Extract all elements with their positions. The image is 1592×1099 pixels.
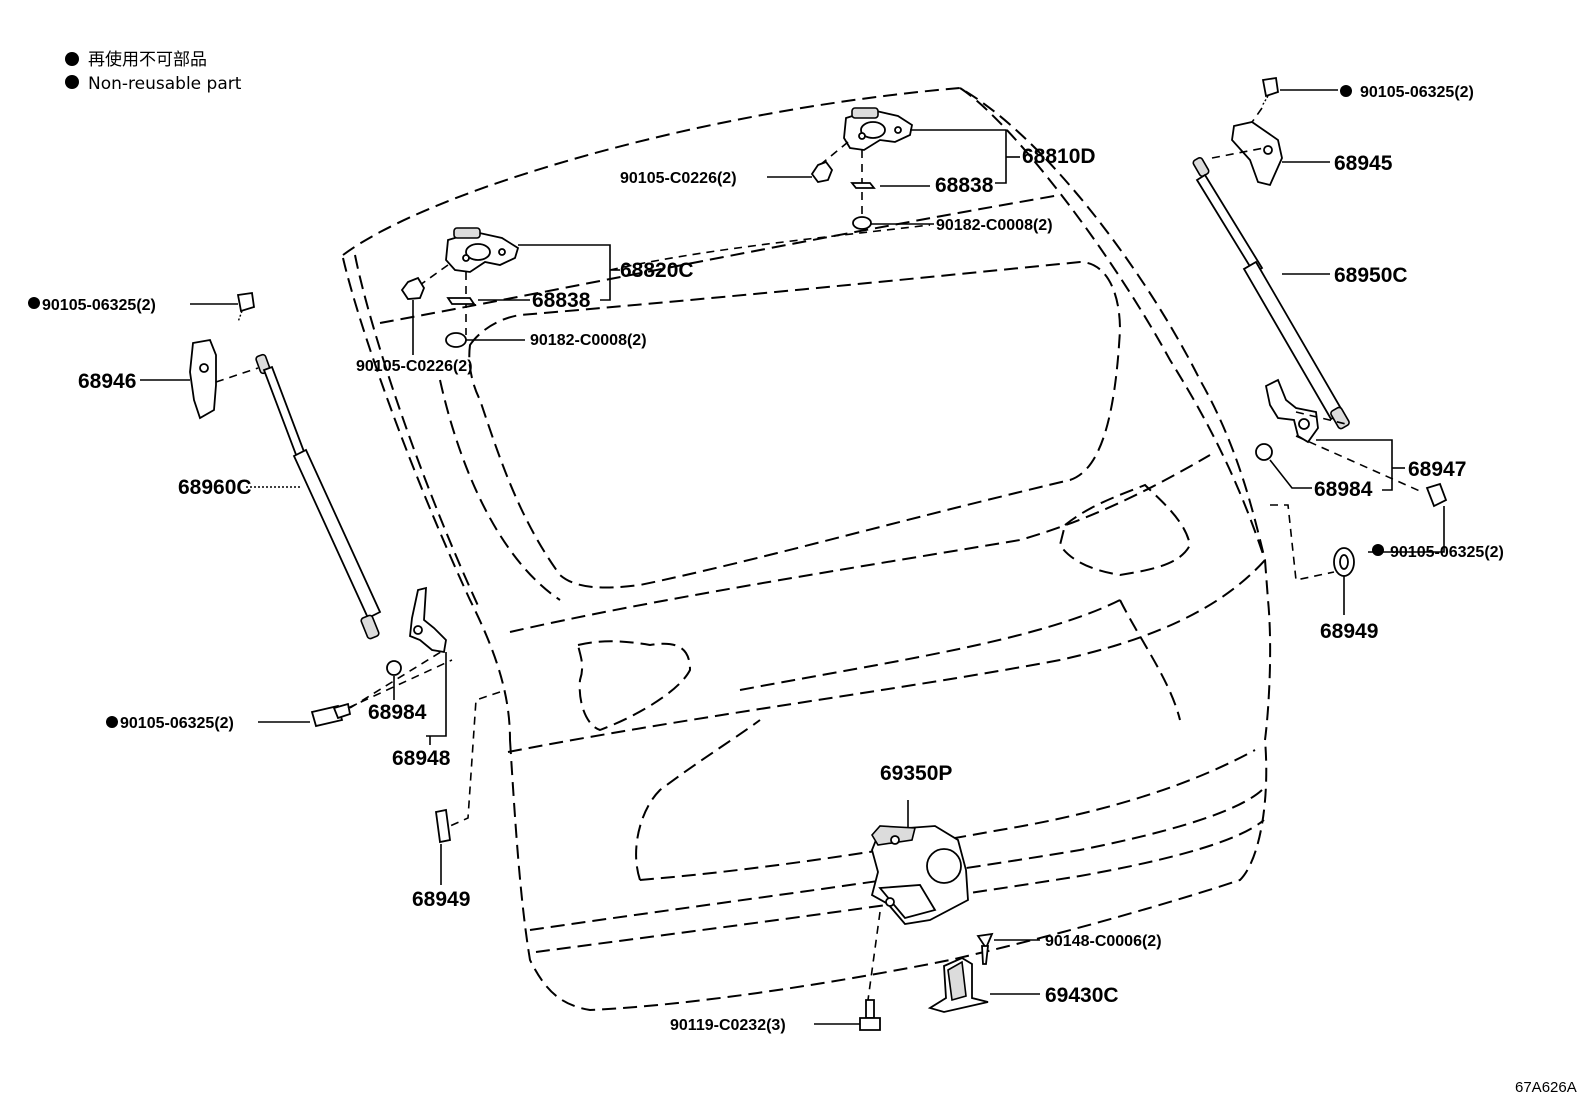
non-reusable-dot-icon bbox=[65, 52, 79, 66]
bracket-left-upper-68946 bbox=[140, 291, 259, 420]
callout-68984-right: 68984 bbox=[1314, 478, 1373, 501]
callout-90119-C0232: 90119-C0232(3) bbox=[670, 1017, 786, 1034]
stay-left-68960C bbox=[246, 353, 382, 640]
bracket-left-lower-68948 bbox=[258, 586, 453, 745]
callout-68960C: 68960C bbox=[178, 476, 252, 499]
callout-90105-C0226-left: 90105-C0226(2) bbox=[356, 358, 473, 375]
nut-icon bbox=[386, 660, 402, 676]
bolt-icon bbox=[400, 276, 426, 300]
shim-icon bbox=[850, 182, 876, 189]
callout-68810D: 68810D bbox=[1022, 145, 1096, 168]
callout-68949-right: 68949 bbox=[1320, 620, 1378, 643]
callout-90182-C0008-left: 90182-C0008(2) bbox=[530, 332, 647, 349]
screw-icon bbox=[976, 932, 994, 950]
nut-icon bbox=[852, 216, 872, 230]
legend-english: Non-reusable part bbox=[88, 74, 242, 94]
hinge-right-68810D bbox=[767, 107, 1020, 230]
callout-90148-C0006: 90148-C0006(2) bbox=[1045, 933, 1162, 950]
callout-90182-C0008-top: 90182-C0008(2) bbox=[936, 217, 1053, 234]
callout-68838-top: 68838 bbox=[935, 174, 994, 197]
stay-right-68950C bbox=[1192, 157, 1350, 430]
callout-labels: 68810D 68838 90105-C0226(2) 90182-C0008(… bbox=[28, 84, 1504, 1034]
non-reusable-dot-icon bbox=[106, 716, 118, 728]
bracket-right-upper-68945 bbox=[1211, 76, 1338, 187]
non-reusable-dot-icon bbox=[1372, 544, 1384, 556]
legend: 再使用不可部品 Non-reusable part bbox=[65, 49, 242, 94]
bumper-left-68949 bbox=[434, 691, 501, 885]
legend-japanese: 再使用不可部品 bbox=[88, 49, 207, 70]
callout-68945: 68945 bbox=[1334, 152, 1393, 175]
callout-68946: 68946 bbox=[78, 370, 136, 393]
striker-69430C bbox=[927, 932, 1040, 1013]
callout-90105-06325-left-top: 90105-06325(2) bbox=[42, 297, 156, 314]
lock-assembly-69350P bbox=[867, 800, 969, 1001]
callout-68947: 68947 bbox=[1408, 458, 1466, 481]
callout-90105-06325-right-top: 90105-06325(2) bbox=[1360, 84, 1474, 101]
diagram-reference-code: 67A626A bbox=[1515, 1079, 1577, 1096]
non-reusable-dot-icon bbox=[28, 297, 40, 309]
bolt-icon bbox=[810, 160, 834, 183]
callout-90105-06325-right-bottom: 90105-06325(2) bbox=[1390, 544, 1504, 561]
non-reusable-dot-icon bbox=[65, 75, 79, 89]
callout-68949-left: 68949 bbox=[412, 888, 470, 911]
bumper-right-68949 bbox=[1270, 504, 1355, 615]
callout-68950C: 68950C bbox=[1334, 264, 1408, 287]
back-door-panel bbox=[342, 86, 1272, 1012]
non-reusable-dot-icon bbox=[1340, 85, 1352, 97]
callout-68820C: 68820C bbox=[620, 259, 694, 282]
bracket-right-lower-68947 bbox=[1255, 378, 1448, 553]
nut-icon bbox=[445, 332, 467, 348]
callout-90105-06325-left-bottom: 90105-06325(2) bbox=[120, 715, 234, 732]
callout-69350P: 69350P bbox=[880, 762, 952, 785]
bolt-90119-C0232 bbox=[814, 999, 881, 1031]
nut-icon bbox=[1255, 443, 1273, 461]
callout-90105-C0226-top: 90105-C0226(2) bbox=[620, 170, 737, 187]
callout-68948: 68948 bbox=[392, 747, 451, 770]
callout-68984-left: 68984 bbox=[368, 701, 427, 724]
callout-68838-left: 68838 bbox=[532, 289, 591, 312]
callout-69430C: 69430C bbox=[1045, 984, 1119, 1007]
hinge-left-68820C bbox=[400, 224, 931, 355]
shim-icon bbox=[446, 297, 476, 305]
